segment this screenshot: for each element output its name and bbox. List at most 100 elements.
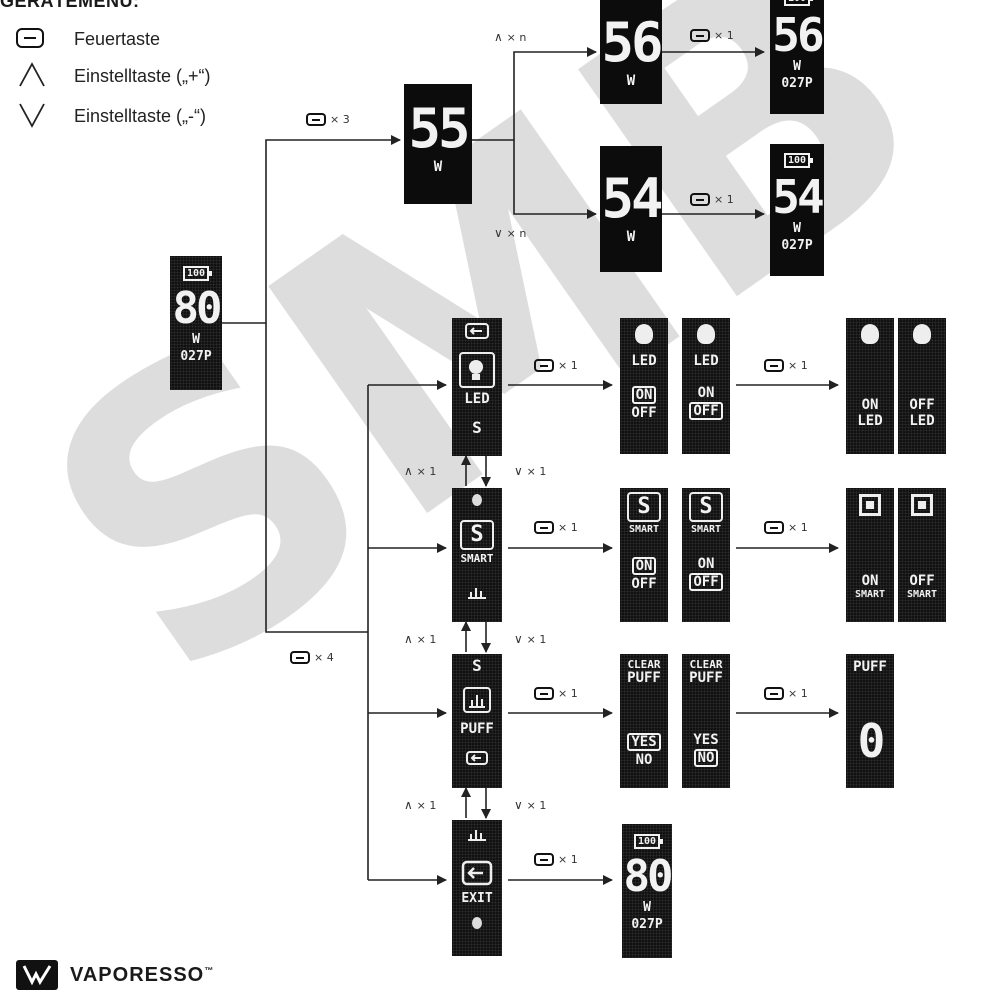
- puff-clear-label: CLEAR: [627, 658, 661, 671]
- smart-on-selected-screen: S SMART ON OFF: [620, 488, 668, 622]
- label-fire-x1: × 1: [534, 852, 578, 866]
- puff-icon: [463, 687, 491, 713]
- power-down-unit: W: [626, 229, 636, 245]
- label-plus-x1: ∧ × 1: [404, 464, 437, 478]
- puff-yes-selected-screen: CLEAR PUFF YES NO: [620, 654, 668, 788]
- puff-title: PUFF: [627, 670, 661, 686]
- up-chevron-icon: [19, 62, 45, 87]
- bulb-hint-icon: [472, 917, 482, 929]
- label-fire-x3: × 3: [306, 112, 350, 126]
- bulb-lit-icon: [635, 324, 653, 344]
- wattage-unit: W: [192, 332, 200, 347]
- label-fire-x1: × 1: [534, 686, 578, 700]
- label-plus-x1: ∧ × 1: [404, 632, 437, 646]
- smart-on-option: ON: [631, 557, 657, 575]
- chip-icon: [911, 494, 933, 516]
- puff-no-option: NO: [693, 749, 719, 767]
- smart-icon: S: [689, 492, 723, 522]
- bulb-hint-icon: [472, 494, 482, 506]
- exit-hint-icon: [466, 751, 488, 765]
- puff-no-option: NO: [635, 752, 653, 768]
- main-screen: 100 80 W 027P: [170, 256, 222, 390]
- led-on-confirm-screen: ON LED: [846, 318, 894, 454]
- led-off-option: OFF: [689, 402, 723, 420]
- puff-yes-option: YES: [693, 732, 719, 748]
- power-down-watts: 54: [601, 167, 662, 230]
- label-fire-x1: × 1: [690, 192, 734, 206]
- power-down-saved-unit: W: [793, 221, 801, 236]
- label-fire-x1: × 1: [764, 686, 808, 700]
- menu-smart-title: SMART: [460, 552, 494, 565]
- puff-no-selected-screen: CLEAR PUFF YES NO: [682, 654, 730, 788]
- puff-clear-label: CLEAR: [689, 658, 723, 671]
- vaporesso-logo: [16, 960, 58, 990]
- label-plus-x1: ∧ × 1: [404, 798, 437, 812]
- coil-resistance: 027P: [781, 238, 813, 253]
- smart-title: SMART: [690, 524, 722, 535]
- led-off-selected-screen: LED ON OFF: [682, 318, 730, 454]
- label-plus-xn: ∧ × n: [494, 30, 527, 44]
- menu-led-screen: LED S: [452, 318, 502, 456]
- smart-off-option: OFF: [689, 573, 723, 591]
- led-title: LED: [909, 413, 935, 429]
- power-down-saved-screen: 100 54 W 027P: [770, 144, 824, 276]
- legend-fire-label: Feuertaste: [74, 29, 161, 49]
- battery-indicator: 100: [633, 834, 664, 849]
- smart-title: SMART: [854, 589, 886, 600]
- bulb-icon: [697, 324, 715, 344]
- led-on-selected-screen: LED ON OFF: [620, 318, 668, 454]
- legend-minus-label: Einstelltaste („-“): [74, 106, 207, 126]
- puff-yes-option: YES: [627, 733, 661, 751]
- menu-exit-title: EXIT: [461, 891, 493, 906]
- puff-count-value: 0: [857, 714, 886, 768]
- smart-hint: S: [472, 418, 482, 437]
- label-minus-xn: ∨ × n: [494, 226, 527, 240]
- power-adjust-watts: 55: [408, 97, 470, 160]
- power-adjust-unit: W: [433, 159, 443, 175]
- power-adjust-screen: 55 W: [404, 84, 472, 204]
- label-fire-x1: × 1: [534, 520, 578, 534]
- puff-title: PUFF: [689, 670, 723, 686]
- led-on-option: ON: [631, 386, 657, 404]
- exit-icon: [461, 860, 493, 886]
- wattage-value: 80: [172, 283, 223, 334]
- menu-smart-screen: S SMART: [452, 488, 502, 622]
- legend-fire-icon: [16, 28, 48, 48]
- legend-plus-label: Einstelltaste („+“): [74, 66, 211, 86]
- smart-off-confirm-screen: OFF SMART: [898, 488, 946, 622]
- power-up-saved-watts: 56: [772, 8, 824, 62]
- label-fire-x1: × 1: [690, 28, 734, 42]
- led-title: LED: [693, 353, 719, 369]
- power-up-saved-unit: W: [793, 59, 801, 74]
- exit-icon: [465, 323, 489, 339]
- menu-exit-screen: EXIT: [452, 820, 502, 956]
- coil-resistance: 027P: [180, 349, 212, 364]
- coil-resistance: 027P: [781, 76, 813, 91]
- label-fire-x1: × 1: [764, 358, 808, 372]
- chip-icon: [859, 494, 881, 516]
- power-up-saved-screen: 100 56 W 027P: [770, 0, 824, 114]
- wattage-value: 80: [623, 851, 673, 902]
- puff-hint-icon: [468, 830, 486, 841]
- battery-indicator: 100: [783, 0, 814, 6]
- led-title: LED: [857, 413, 883, 429]
- label-fire-x4: × 4: [290, 650, 334, 664]
- power-down-screen: 54 W: [600, 146, 662, 272]
- brand-name: VAPORESSO™: [70, 964, 215, 986]
- led-state: ON: [861, 397, 879, 413]
- page-heading: GERÄTEMENÜ:: [0, 0, 140, 11]
- smart-off-option: OFF: [631, 576, 657, 592]
- menu-led-title: LED: [464, 391, 490, 407]
- label-fire-x1: × 1: [764, 520, 808, 534]
- bulb-icon: [459, 352, 495, 388]
- power-up-unit: W: [626, 73, 636, 89]
- battery-indicator: 100: [783, 153, 814, 168]
- smart-icon: S: [460, 520, 494, 550]
- smart-title: SMART: [628, 524, 660, 535]
- puff-hint-icon: [468, 588, 486, 599]
- power-up-screen: 56 W: [600, 0, 662, 104]
- smart-off-selected-screen: S SMART ON OFF: [682, 488, 730, 622]
- led-off-confirm-screen: OFF LED: [898, 318, 946, 454]
- smart-on-option: ON: [697, 556, 715, 572]
